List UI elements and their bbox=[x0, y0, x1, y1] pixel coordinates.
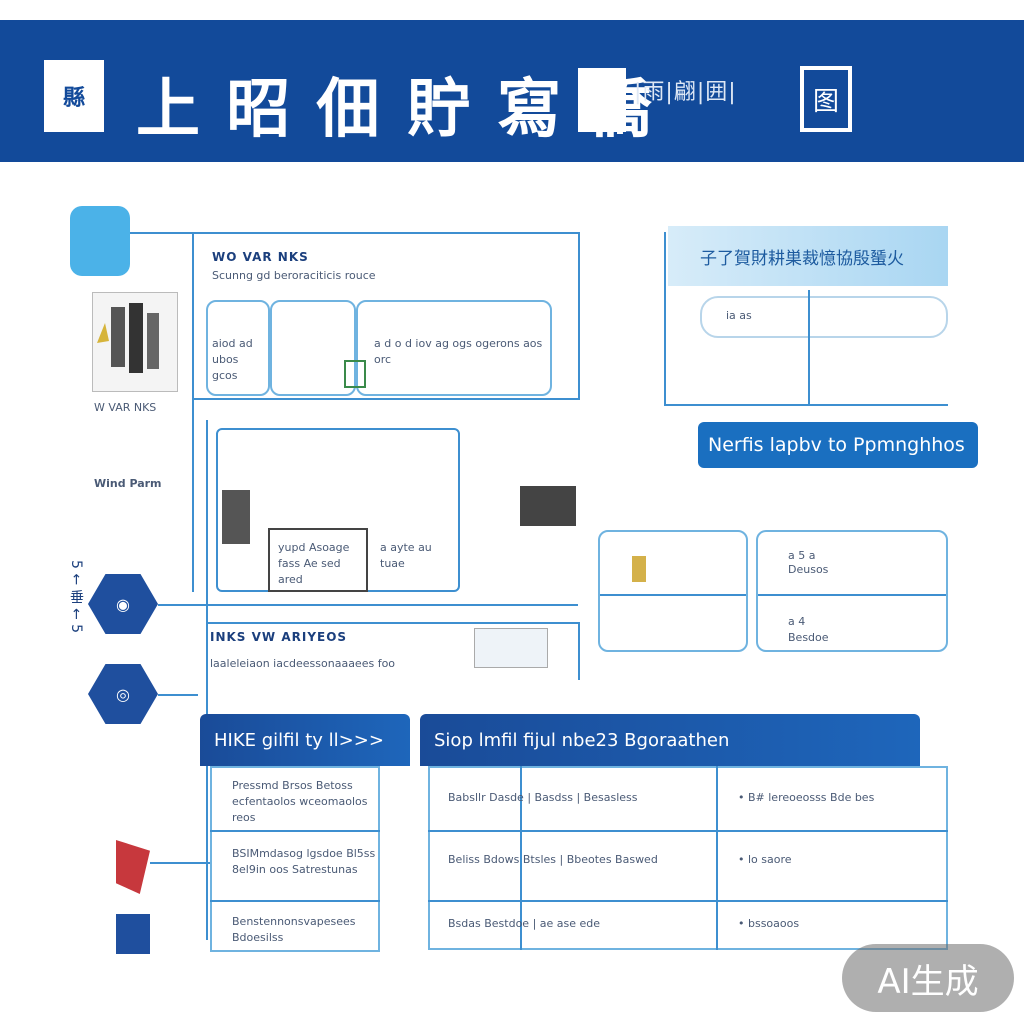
table-divider bbox=[428, 900, 948, 902]
bottom-table-right bbox=[428, 766, 948, 950]
header-banner bbox=[0, 20, 1024, 162]
top-box-right bbox=[356, 300, 552, 396]
side-label: 5 ← 垂 ← 5 bbox=[68, 560, 84, 634]
card-right bbox=[756, 530, 948, 652]
flag-icon bbox=[116, 840, 150, 894]
mid-table-row-2: Beliss Bdows Btsles | Bbeotes Baswed bbox=[448, 853, 658, 866]
document-icon bbox=[578, 68, 626, 132]
card-right-line-2: Deusos bbox=[788, 563, 829, 576]
middle-inner-box bbox=[268, 528, 368, 592]
middle-row-title: INKS VW ARIYEOS bbox=[210, 630, 348, 644]
table-divider bbox=[428, 830, 948, 832]
banner-title: 上 昭 佃 貯 寫 僑 bbox=[136, 73, 654, 147]
top-box-right-text: a d o d iov ag ogs ogerons aos orc bbox=[374, 337, 543, 366]
banner-subtitle: |雨|翩|囲| bbox=[634, 80, 737, 105]
dark-thumbnail bbox=[520, 486, 576, 526]
mini-card-icon bbox=[474, 628, 548, 668]
card-left-chip bbox=[632, 556, 646, 582]
top-box-left bbox=[206, 300, 270, 396]
pill-label: Nerfis lapbv to Ppmnghhos bbox=[698, 422, 978, 468]
camera-hex-icon: ◉ bbox=[88, 574, 158, 634]
bottom-bar-left: HIKE gilfil ty ll>>> bbox=[200, 714, 410, 766]
vertical-connector bbox=[206, 420, 208, 940]
middle-row-frame bbox=[206, 622, 580, 680]
connector-line bbox=[158, 604, 578, 606]
vertical-connector bbox=[192, 232, 194, 592]
connector-line bbox=[150, 862, 210, 864]
left-table-row-1: Pressmd Brsos Betoss ecfentaolos wceomao… bbox=[232, 779, 368, 824]
right-panel-field-text: ia as bbox=[726, 309, 752, 322]
left-caption-1: W VAR NKS bbox=[94, 401, 157, 414]
mid-table-row-3: Bsdas Bestdoe | ae ase ede bbox=[448, 917, 601, 930]
top-box-left-text: aiod ad ubos gcos bbox=[212, 337, 253, 382]
people-icon-graphic bbox=[97, 303, 159, 373]
left-table-row-2: BSIMmdasog lgsdoe Bl5ss 8el9in oos Satre… bbox=[232, 847, 376, 876]
bottom-bar-right: Siop lmfil fijul nbe23 Bgoraathen bbox=[420, 714, 920, 766]
table-col-divider bbox=[716, 766, 718, 950]
section-header-title: WO VAR NKS bbox=[212, 250, 309, 264]
left-caption-2: Wind Parm bbox=[94, 477, 162, 490]
middle-inner-text-1: yupd Asoage fass Ae sed ared bbox=[278, 541, 350, 586]
table-divider bbox=[210, 830, 380, 832]
right-panel-header bbox=[668, 226, 948, 286]
card-right-divider bbox=[758, 594, 946, 596]
card-right-line-4: Besdoe bbox=[788, 631, 829, 644]
banner-logo: 縣 bbox=[44, 60, 104, 132]
card-left bbox=[598, 530, 748, 652]
banner-mark: 图 bbox=[800, 66, 852, 132]
ai-generated-watermark: AI生成 bbox=[842, 944, 1014, 1012]
mid-table-row-1: Babsllr Dasde | Basdss | Besasless bbox=[448, 791, 638, 804]
connector-line bbox=[130, 232, 192, 234]
left-table-row-3: Benstennonsvapesees Bdoesilss bbox=[232, 915, 356, 944]
right-table-row-3: • bssoaoos bbox=[738, 917, 800, 930]
connector-line bbox=[158, 694, 198, 696]
card-right-line-1: a 5 a bbox=[788, 549, 816, 562]
bottom-table-left bbox=[210, 766, 380, 952]
middle-row-text: laaleleiaon iacdeessonaaaees foo bbox=[210, 657, 396, 670]
card-right-line-3: a 4 bbox=[788, 615, 806, 628]
top-frame bbox=[192, 232, 580, 400]
box-icon bbox=[116, 914, 150, 954]
right-panel-field bbox=[700, 296, 948, 338]
table-col-divider bbox=[520, 766, 522, 950]
section-header-subtitle: Scunng gd beroraciticis rouce bbox=[212, 269, 376, 282]
right-panel-connector bbox=[808, 290, 810, 406]
card-left-divider bbox=[600, 594, 746, 596]
person-icon bbox=[222, 490, 250, 544]
target-hex-icon: ◎ bbox=[88, 664, 158, 724]
middle-inner-text-2: a ayte au tuae bbox=[380, 541, 432, 570]
right-table-row-1: • B# lereoeosss Bde bes bbox=[738, 791, 875, 804]
right-table-row-2: • lo saore bbox=[738, 853, 792, 866]
nodes-icon bbox=[70, 206, 130, 276]
flow-node-icon bbox=[344, 360, 366, 388]
table-divider bbox=[210, 900, 380, 902]
people-icon bbox=[92, 292, 178, 392]
right-panel-title: 子了賀財耕巣裁憶協殷蜑火 bbox=[700, 249, 904, 269]
right-panel-frame bbox=[664, 232, 948, 406]
top-box-middle bbox=[270, 300, 356, 396]
